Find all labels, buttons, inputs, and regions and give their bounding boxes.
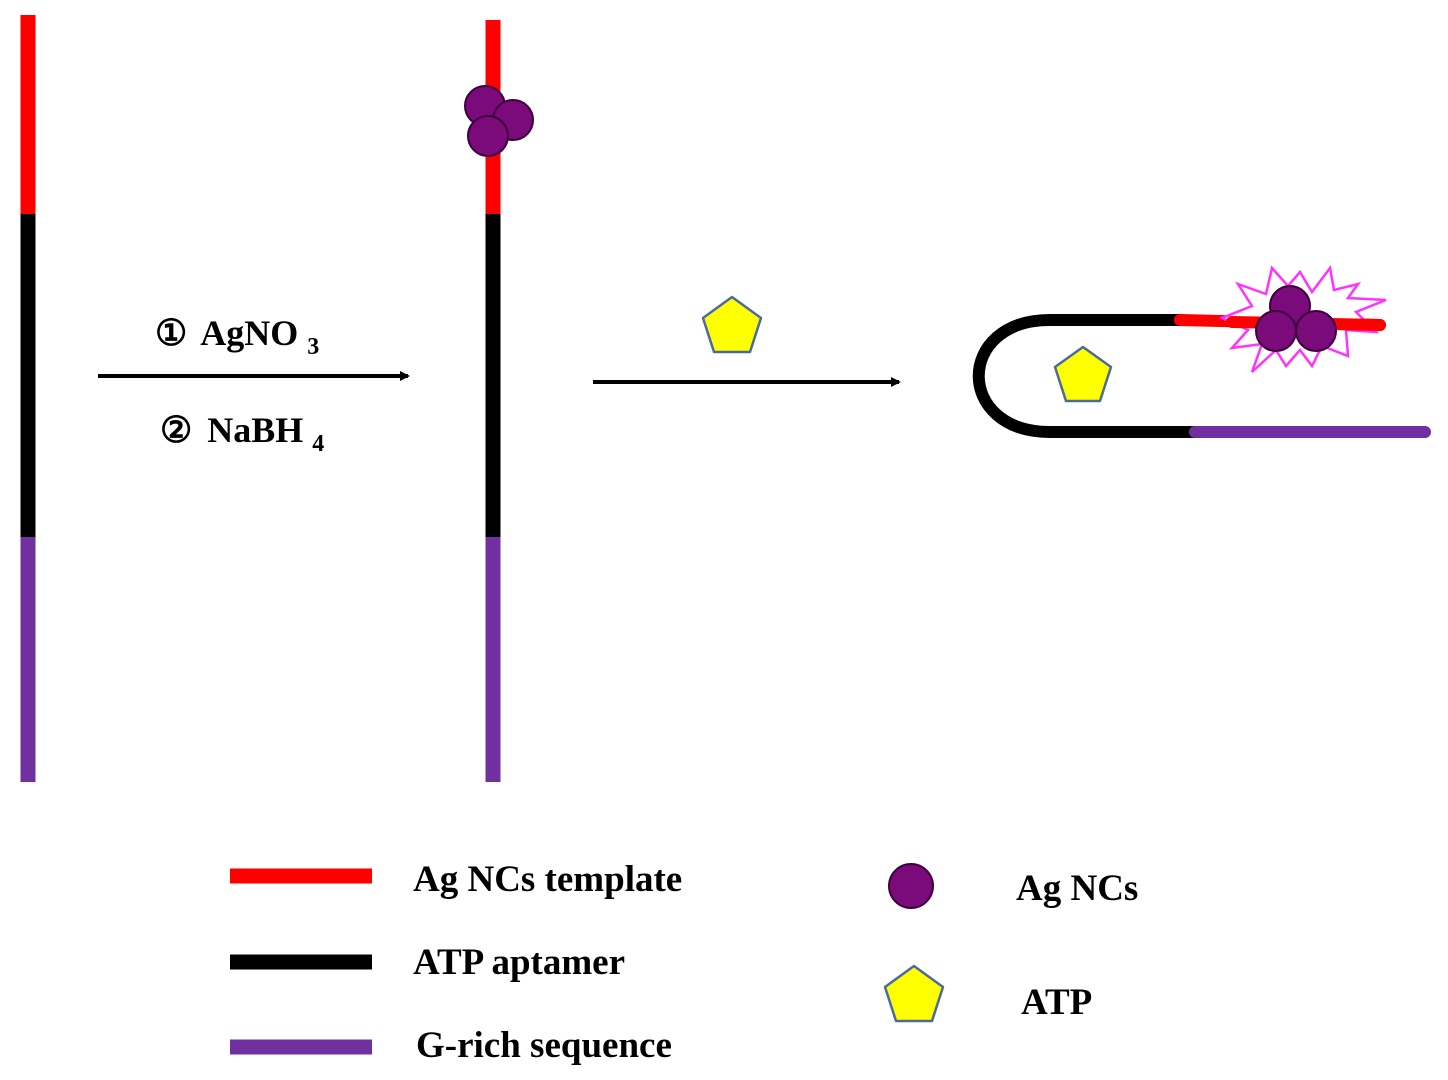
step2-label: ② NaBH 4 xyxy=(160,410,324,457)
legend-item-atp: ATP xyxy=(883,964,1092,1023)
agnc-cluster-initial xyxy=(464,85,534,157)
strand-with-agncs xyxy=(464,20,534,782)
agnc-particle xyxy=(1255,310,1297,352)
legend-label-grich: G-rich sequence xyxy=(416,1025,672,1066)
step2-marker: ② xyxy=(160,410,192,450)
agnc-particle xyxy=(467,115,509,157)
step1-reagent: AgNO xyxy=(200,313,298,353)
agnc-cluster-fluorescent xyxy=(1255,285,1337,352)
legend-label-template: Ag NCs template xyxy=(413,859,682,900)
legend-item-aptamer: ATP aptamer xyxy=(230,942,625,983)
bound-atp-pentagon-icon xyxy=(1053,345,1113,403)
reaction-step-synthesis: ① AgNO 3 ② NaBH 4 xyxy=(98,313,410,457)
folded-aptamer-complex xyxy=(972,264,1431,438)
atp-pentagon-icon xyxy=(701,295,763,354)
step2-subscript: 4 xyxy=(312,431,324,457)
purple-circle-icon xyxy=(888,863,934,909)
reaction-step-atp-binding xyxy=(593,295,901,387)
legend-item-grich: G-rich sequence xyxy=(230,1025,672,1066)
legend-label-agncs: Ag NCs xyxy=(1016,868,1138,909)
legend-label-atp: ATP xyxy=(1021,982,1092,1023)
step1-subscript: 3 xyxy=(307,334,319,360)
step2-reagent: NaBH xyxy=(207,410,303,450)
legend: Ag NCs template ATP aptamer G-rich seque… xyxy=(230,859,1138,1066)
legend-label-aptamer: ATP aptamer xyxy=(413,942,625,983)
folded-aptamer-loop xyxy=(972,314,1201,438)
step1-label: ① AgNO 3 xyxy=(155,313,319,360)
legend-item-template: Ag NCs template xyxy=(230,859,682,900)
yellow-pentagon-icon xyxy=(883,964,945,1023)
step1-marker: ① xyxy=(155,313,187,353)
legend-item-agncs: Ag NCs xyxy=(888,863,1138,909)
agnc-particle xyxy=(1295,310,1337,352)
